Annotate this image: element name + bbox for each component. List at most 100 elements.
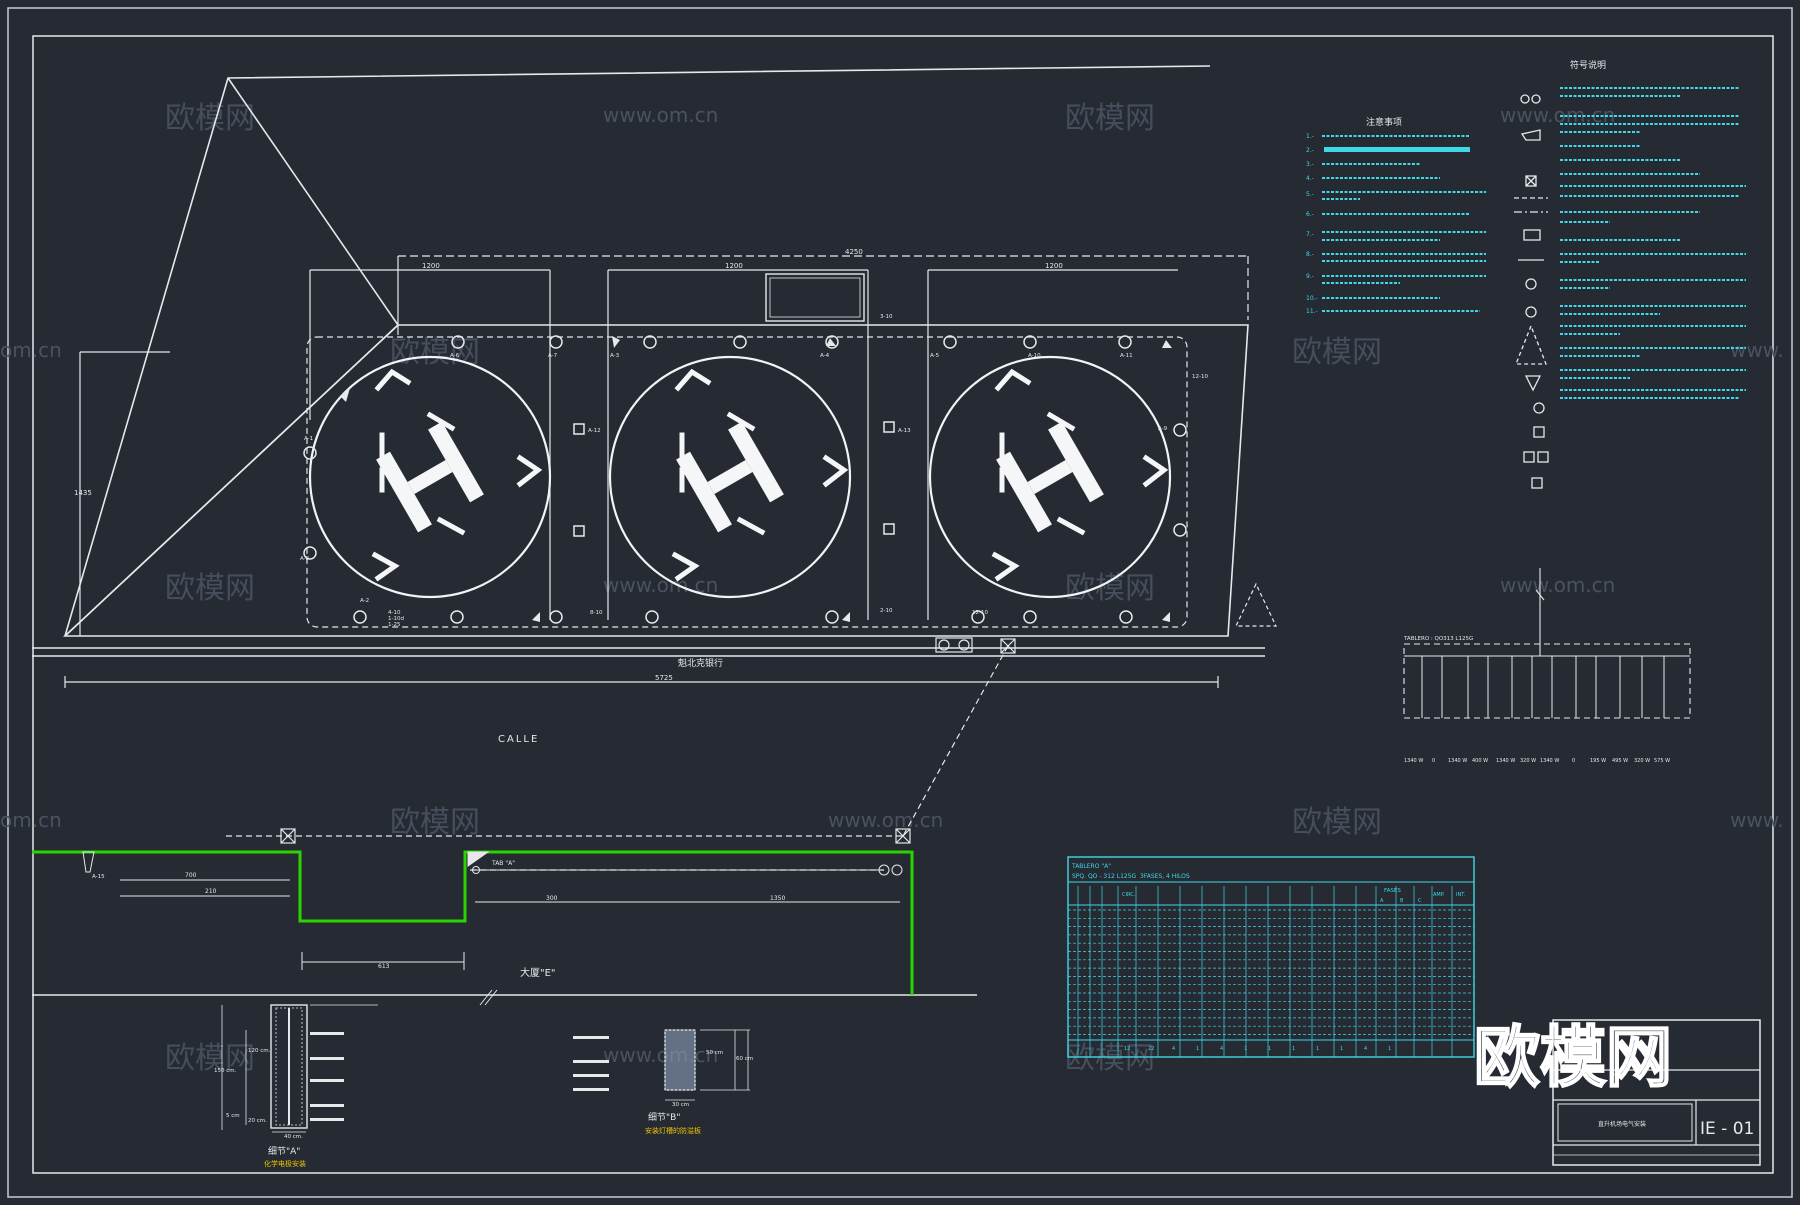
svg-text:1: 1 [1388, 1046, 1391, 1052]
svg-text:4: 4 [1172, 1046, 1175, 1052]
svg-text:4: 4 [1220, 1046, 1223, 1052]
schedule-fases: FASES [1384, 888, 1401, 894]
sheet-number: IE - 01 [1700, 1119, 1754, 1139]
svg-text:1340 W: 1340 W [1404, 758, 1423, 764]
svg-text:613: 613 [378, 963, 390, 970]
notes-title: 注意事项 [1366, 116, 1402, 128]
svg-text:1: 1 [1292, 1046, 1295, 1052]
dim-bay: 1200 [1045, 262, 1063, 270]
schedule-header: A [1380, 898, 1384, 904]
junction-box-icon [883, 523, 895, 535]
helipad-circle-1 [308, 355, 552, 599]
schedule-subtitle: SPQ. QO - 312 L125G [1072, 873, 1137, 880]
schedule-header: B [1400, 898, 1404, 904]
light-fixture-icon [943, 335, 957, 349]
svg-text:1: 1 [1244, 1046, 1247, 1052]
svg-text:700: 700 [185, 872, 197, 879]
svg-text:A-13: A-13 [898, 428, 911, 434]
svg-text:0: 0 [1572, 758, 1575, 764]
notes-block: 注意事项 1.- 2.- 3.- 4.- 5.- 6.- 7.- 8.- 9.-… [1306, 116, 1486, 315]
watermark-brand: 欧模网 [1065, 101, 1155, 136]
svg-text:A-3: A-3 [610, 353, 620, 359]
dim-top: 4250 [845, 248, 863, 256]
detail-b-dim: 50 cm [706, 1050, 723, 1056]
street-label: 魁北克银行 [678, 657, 723, 669]
svg-text:1: 1 [1316, 1046, 1319, 1052]
schedule-header: INT. [1456, 892, 1466, 898]
svg-text:300: 300 [546, 895, 558, 902]
tablero-label: TABLERO : QO313 L125G [1403, 636, 1473, 642]
detail-b-dim: 30 cm [672, 1102, 689, 1108]
dim-bay: 1200 [422, 262, 440, 270]
detail-b-title: 细节"B" [648, 1111, 680, 1123]
svg-text:575 W: 575 W [1654, 758, 1670, 764]
junction-box-icon [573, 525, 585, 537]
perimeter-lights [303, 335, 1187, 624]
floodlight-triangles [340, 336, 1172, 622]
control-box-inner [769, 277, 861, 318]
junction-box-icon [573, 423, 585, 435]
svg-text:195 W: 195 W [1590, 758, 1606, 764]
detail-a: 120 cm. 150 cm. 20 cm. 5 cm 40 cm. 细节"A"… [214, 1004, 378, 1168]
svg-text:10.-: 10.- [1306, 295, 1318, 302]
watermark-url: www.om.cn [603, 1043, 718, 1067]
svg-text:12-10: 12-10 [1192, 374, 1208, 380]
circuit-perimeter [306, 336, 1188, 628]
site-outline [32, 65, 1265, 996]
sheet-border-outer [7, 7, 1793, 1198]
svg-text:A-5: A-5 [930, 353, 940, 359]
svg-text:400 W: 400 W [1472, 758, 1488, 764]
notes-text-lines [1322, 135, 1486, 312]
svg-text:22: 22 [1148, 1046, 1154, 1052]
svg-text:4.-: 4.- [1306, 175, 1314, 182]
detail-a-dim: 5 cm [226, 1113, 240, 1119]
svg-text:A-1: A-1 [304, 436, 313, 442]
helipad-h-markings [376, 421, 1104, 533]
schedule-totals: 12 22 4 1 4 1 1 1 1 1 4 1 [1124, 1046, 1391, 1052]
svg-text:5.-: 5.- [1306, 191, 1314, 198]
detail-a-dim: 20 cm. [248, 1118, 267, 1124]
helipad-chevrons [371, 368, 1169, 582]
watermark-url: www.om.cn [603, 103, 718, 127]
svg-text:1350: 1350 [770, 895, 785, 902]
watermark-brand: 欧模网 [1065, 1041, 1155, 1076]
light-fixture-icon [1023, 610, 1037, 624]
light-fixture-icon [643, 335, 657, 349]
svg-text:320 W: 320 W [1634, 758, 1650, 764]
schedule-header: C [1418, 898, 1422, 904]
detail-a-subtitle: 化学电极安装 [264, 1159, 306, 1168]
dim-overall: 5725 [655, 674, 673, 682]
distribution-board [1403, 568, 1691, 719]
helipad-circle-2 [608, 355, 852, 599]
light-fixture-icon [1173, 423, 1187, 437]
watermarks: 欧模网 欧模网 欧模网 欧模网 欧模网 欧模网 欧模网 欧模网 欧模网 欧模网 [165, 101, 1382, 1076]
dim-left-height: 1435 [74, 489, 92, 497]
svg-text:8.-: 8.- [1306, 251, 1314, 258]
svg-text:1: 1 [1340, 1046, 1343, 1052]
svg-text:A-8: A-8 [300, 556, 310, 562]
dimension-labels: 5725 1435 4250 1200 1200 1200 [74, 248, 1063, 682]
light-fixture-icon [450, 610, 464, 624]
building-dims [82, 851, 903, 1006]
feeder-line [226, 645, 1009, 871]
svg-text:TAB "A": TAB "A" [491, 860, 515, 867]
calle-label: CALLE [498, 734, 539, 745]
svg-text:A-11: A-11 [1120, 353, 1133, 359]
detail-a-dim: 120 cm. [248, 1048, 271, 1054]
svg-text:11.-: 11.- [1306, 308, 1318, 315]
title-block-desc: 直升机场电气安装 [1598, 1120, 1646, 1128]
svg-text:4: 4 [1364, 1046, 1367, 1052]
svg-text:1340 W: 1340 W [1496, 758, 1515, 764]
detail-b-dim: 60 cm [736, 1056, 753, 1062]
notes-items: 1.- 2.- 3.- 4.- 5.- 6.- 7.- 8.- 9.- 10.-… [1306, 133, 1318, 315]
junction-box-icon [883, 421, 895, 433]
light-fixture-icon [825, 335, 839, 349]
schedule-header: CIRC. [1122, 892, 1136, 898]
svg-text:A-10: A-10 [1028, 353, 1041, 359]
legend-block: 符号说明 [1514, 59, 1746, 489]
dim-bay: 1200 [725, 262, 743, 270]
schedule-phases: 3FASES, 4 HILOS [1140, 873, 1190, 880]
light-fixture-icon [1119, 610, 1133, 624]
watermark-url-partial: om.cn [0, 808, 62, 832]
schedule-title: TABLERO "A" [1071, 863, 1111, 870]
